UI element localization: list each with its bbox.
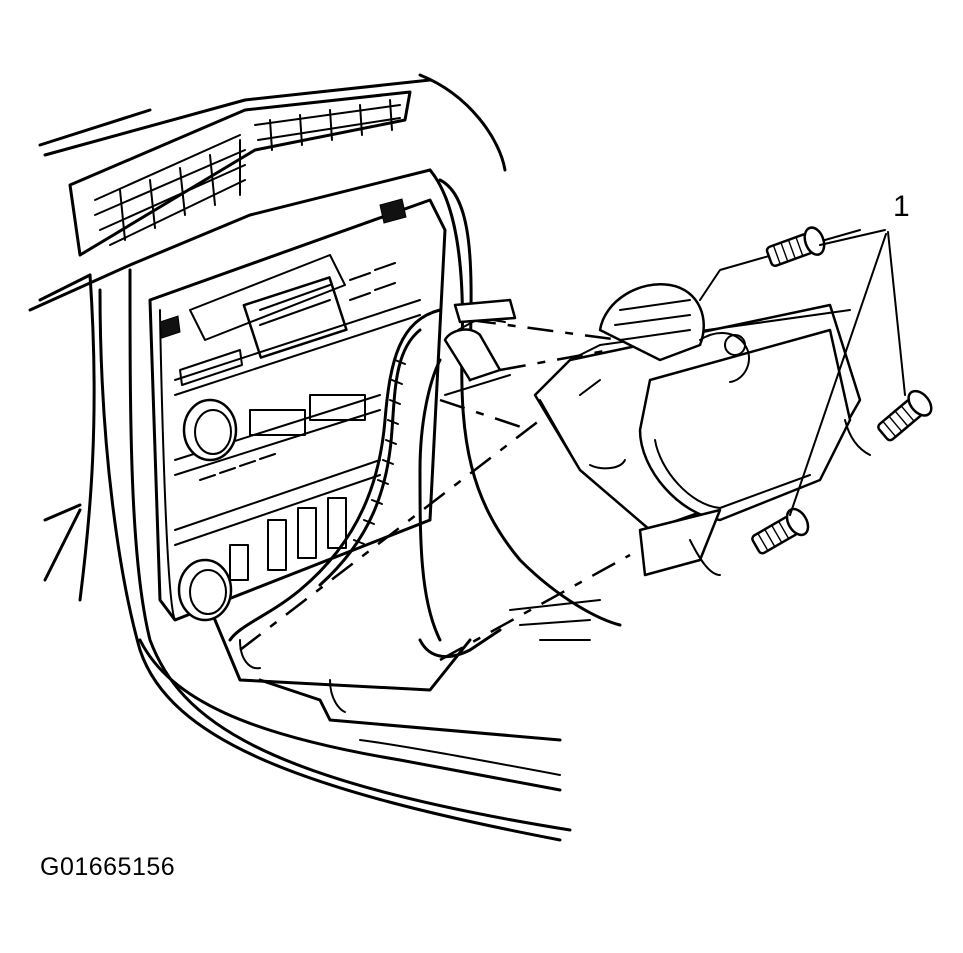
dash-bezel — [43, 168, 622, 842]
screw-right — [877, 389, 933, 442]
figure-id-label: G01665156 — [40, 853, 176, 881]
callout-leaders — [789, 229, 906, 516]
callout-number-label: 1 — [893, 190, 910, 223]
leader-lines — [239, 318, 631, 662]
dash-vent-grille — [28, 73, 507, 312]
radio-hvac-control-stack — [148, 198, 447, 622]
wiring-harness — [228, 308, 442, 642]
screw-top — [765, 226, 826, 268]
storage-bin-assembly — [533, 229, 871, 577]
screw-bottom — [751, 507, 810, 555]
fastener-screws — [751, 226, 933, 555]
harness-bracket — [443, 298, 517, 396]
